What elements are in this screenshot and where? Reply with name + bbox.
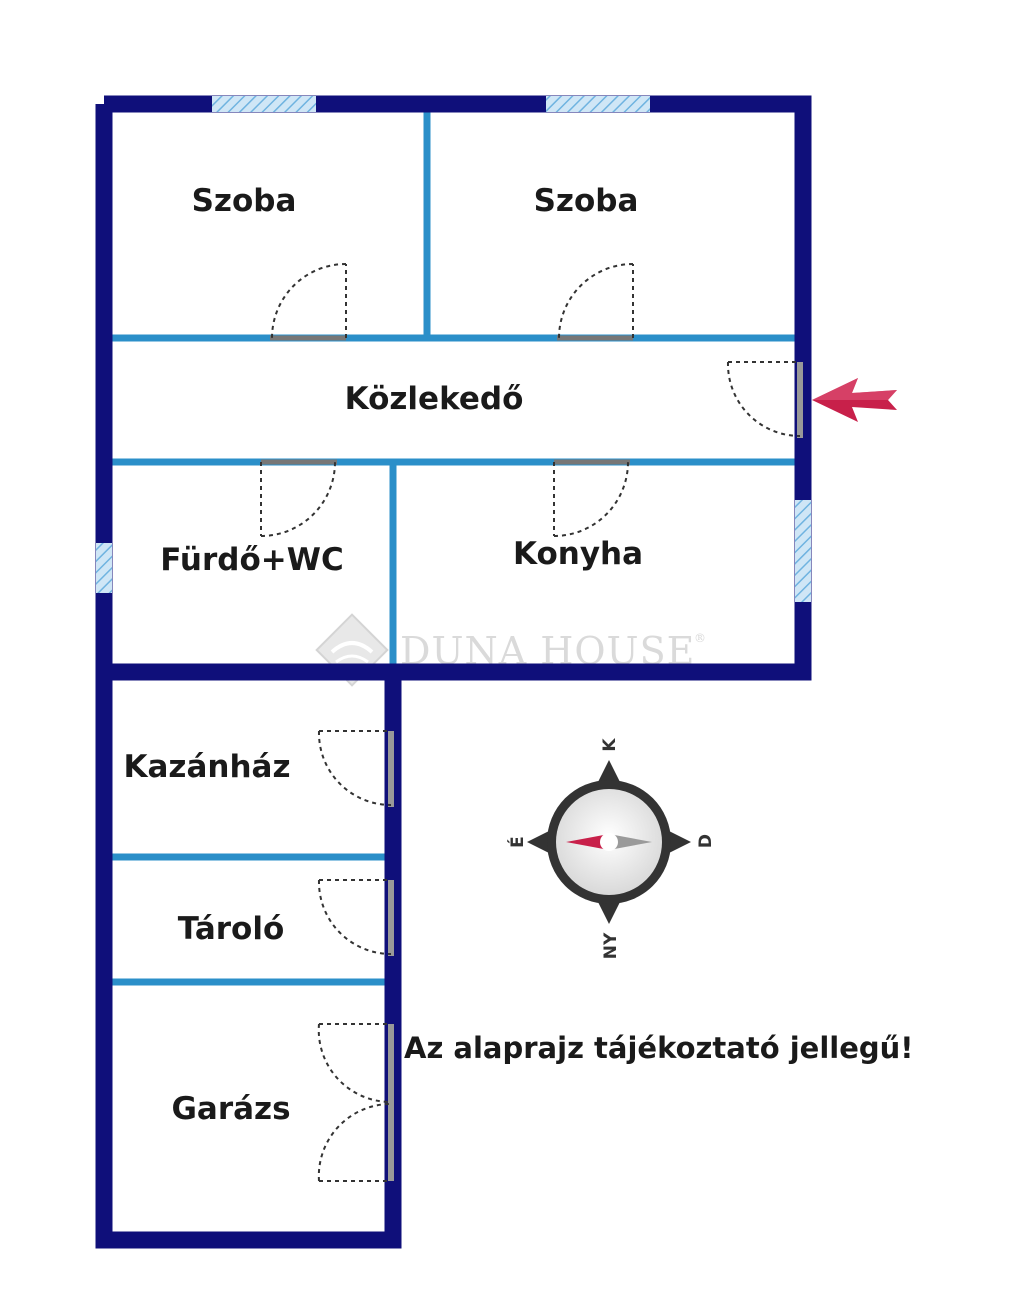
- room-label-bathroom: Fürdő+WC: [160, 542, 343, 578]
- doors: [260, 263, 803, 1182]
- door-bedroom-left: [270, 263, 347, 341]
- compass-label-north: K: [600, 738, 620, 752]
- door-bathroom: [260, 459, 337, 537]
- watermark-registered-mark: ®: [694, 631, 706, 645]
- door-bedroom-right: [557, 263, 634, 341]
- compass-rose-icon: K NY É D: [506, 738, 716, 960]
- room-label-storage: Tároló: [178, 911, 285, 947]
- entrance-arrow-icon: [812, 378, 897, 422]
- door-entrance: [726, 361, 803, 438]
- window-bedroom-left: [212, 96, 316, 112]
- room-label-boiler-room: Kazánház: [123, 749, 290, 785]
- disclaimer-note: Az alaprajz tájékoztató jellegű!: [404, 1031, 914, 1065]
- room-label-bedroom-left: Szoba: [192, 183, 297, 219]
- compass-needle-red: [566, 834, 609, 850]
- room-label-garage: Garázs: [171, 1091, 290, 1127]
- door-garage-double: [317, 1023, 394, 1182]
- room-labels: Szoba Szoba Közlekedő Fürdő+WC Konyha Ka…: [123, 183, 643, 1127]
- window-kitchen: [795, 500, 811, 602]
- compass-label-east: D: [696, 834, 716, 848]
- window-bathroom: [96, 543, 112, 593]
- compass-label-west: É: [506, 836, 528, 848]
- door-storage: [317, 879, 394, 956]
- room-label-bedroom-right: Szoba: [534, 183, 639, 219]
- inner-walls: [104, 104, 797, 986]
- door-boiler-room: [317, 730, 394, 807]
- room-label-kitchen: Konyha: [513, 536, 643, 572]
- outer-walls: [95, 95, 812, 1249]
- room-label-hallway: Közlekedő: [345, 381, 524, 417]
- door-kitchen: [553, 459, 630, 537]
- compass-label-south: NY: [601, 932, 621, 959]
- window-bedroom-right: [546, 96, 650, 112]
- compass-needle-grey: [609, 834, 652, 850]
- windows: [96, 96, 811, 602]
